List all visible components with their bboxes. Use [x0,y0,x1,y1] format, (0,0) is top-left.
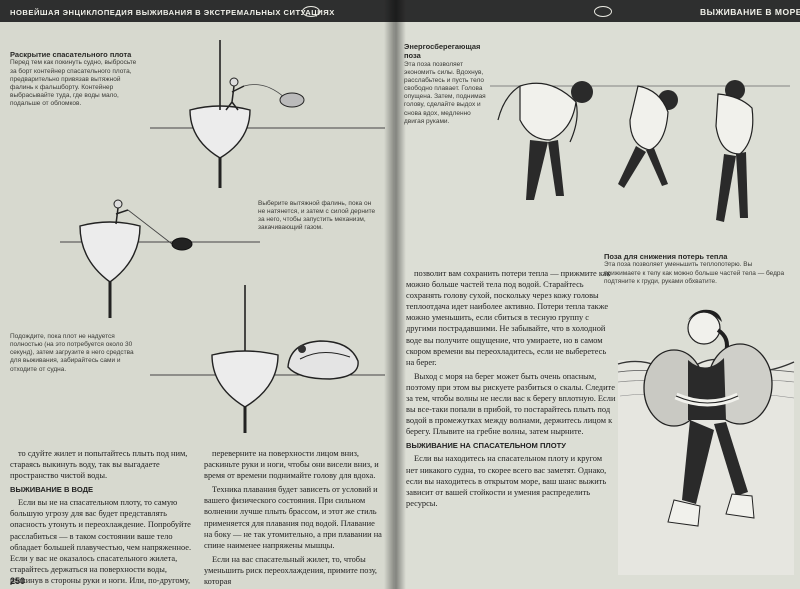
section-heading-water-survival: ВЫЖИВАНИЕ В ВОДЕ [10,485,94,495]
caption-text: Эта поза позволяет экономить силы. Вдохн… [404,60,486,125]
caption-raft-deploy: Раскрытие спасательного плота Перед тем … [10,50,142,108]
caption-raft-inflated: Подождите, пока плот не надуется полност… [10,333,142,374]
right-column-1: позволит вам сохранить потери тепла — пр… [406,268,616,512]
paragraph: Если вы находитесь на спасательном плоту… [406,454,607,508]
caption-text: Перед тем как покинуть судно, выбросьте … [10,59,137,107]
paragraph: то сдуйте жилет и попытайтесь плыть под … [10,449,188,481]
caption-title: Раскрытие спасательного плота [10,50,132,59]
book-gutter [384,0,406,589]
paragraph: Выход с моря на берег может быть очень о… [406,371,616,437]
caption-heat-loss: Поза для снижения потерь тепла Эта поза … [604,252,790,286]
caption-text: Эта поза позволяет уменьшить теплопотерю… [604,261,785,285]
caption-title: Энергосберегающая поза [404,42,481,61]
illustration-floating-sequence [490,80,790,222]
book-emblem-icon [594,6,612,17]
caption-text: Подождите, пока плот не надуется полност… [10,333,134,373]
book-emblem-icon [302,6,320,17]
caption-text: Выберите вытяжной фалинь, пока он не нат… [258,200,376,232]
paragraph: Если на вас спасательный жилет, то, чтоб… [204,554,378,587]
page-number: 250 [10,576,26,586]
section-heading-raft-survival: ВЫЖИВАНИЕ НА СПАСАТЕЛЬНОМ ПЛОТУ [406,441,567,451]
left-column-1: то сдуйте жилет и попытайтесь плыть под … [10,448,194,589]
caption-energy-saving: Энергосберегающая поза Эта поза позволяе… [404,42,490,126]
left-column-2: переверните на поверхности лицом вниз, р… [204,448,384,589]
illustration-boat-painter [60,199,260,318]
right-running-header: ВЫЖИВАНИЕ В МОРЕ [700,7,800,17]
left-running-header: НОВЕЙШАЯ ЭНЦИКЛОПЕДИЯ ВЫЖИВАНИЯ В ЭКСТРЕ… [10,8,335,17]
left-header-band [0,0,394,22]
illustration-raft-inflated [150,285,385,433]
paragraph: Если вы не на спасательном плоту, то сам… [10,498,192,585]
left-page: НОВЕЙШАЯ ЭНЦИКЛОПЕДИЯ ВЫЖИВАНИЯ В ЭКСТРЕ… [0,0,394,589]
caption-title: Поза для снижения потерь тепла [604,252,728,261]
illustration-heat-escape-posture [617,309,795,575]
illustration-boat-throw [150,40,385,188]
paragraph: переверните на поверхности лицом вниз, р… [204,449,379,481]
right-page: ВЫЖИВАНИЕ В МОРЕ Энергосберегающая поза … [394,0,800,589]
caption-pull-painter: Выберите вытяжной фалинь, пока он не нат… [258,200,378,233]
paragraph: Техника плавания будет зависеть от услов… [204,485,382,550]
paragraph: позволит вам сохранить потери тепла — пр… [406,269,611,367]
